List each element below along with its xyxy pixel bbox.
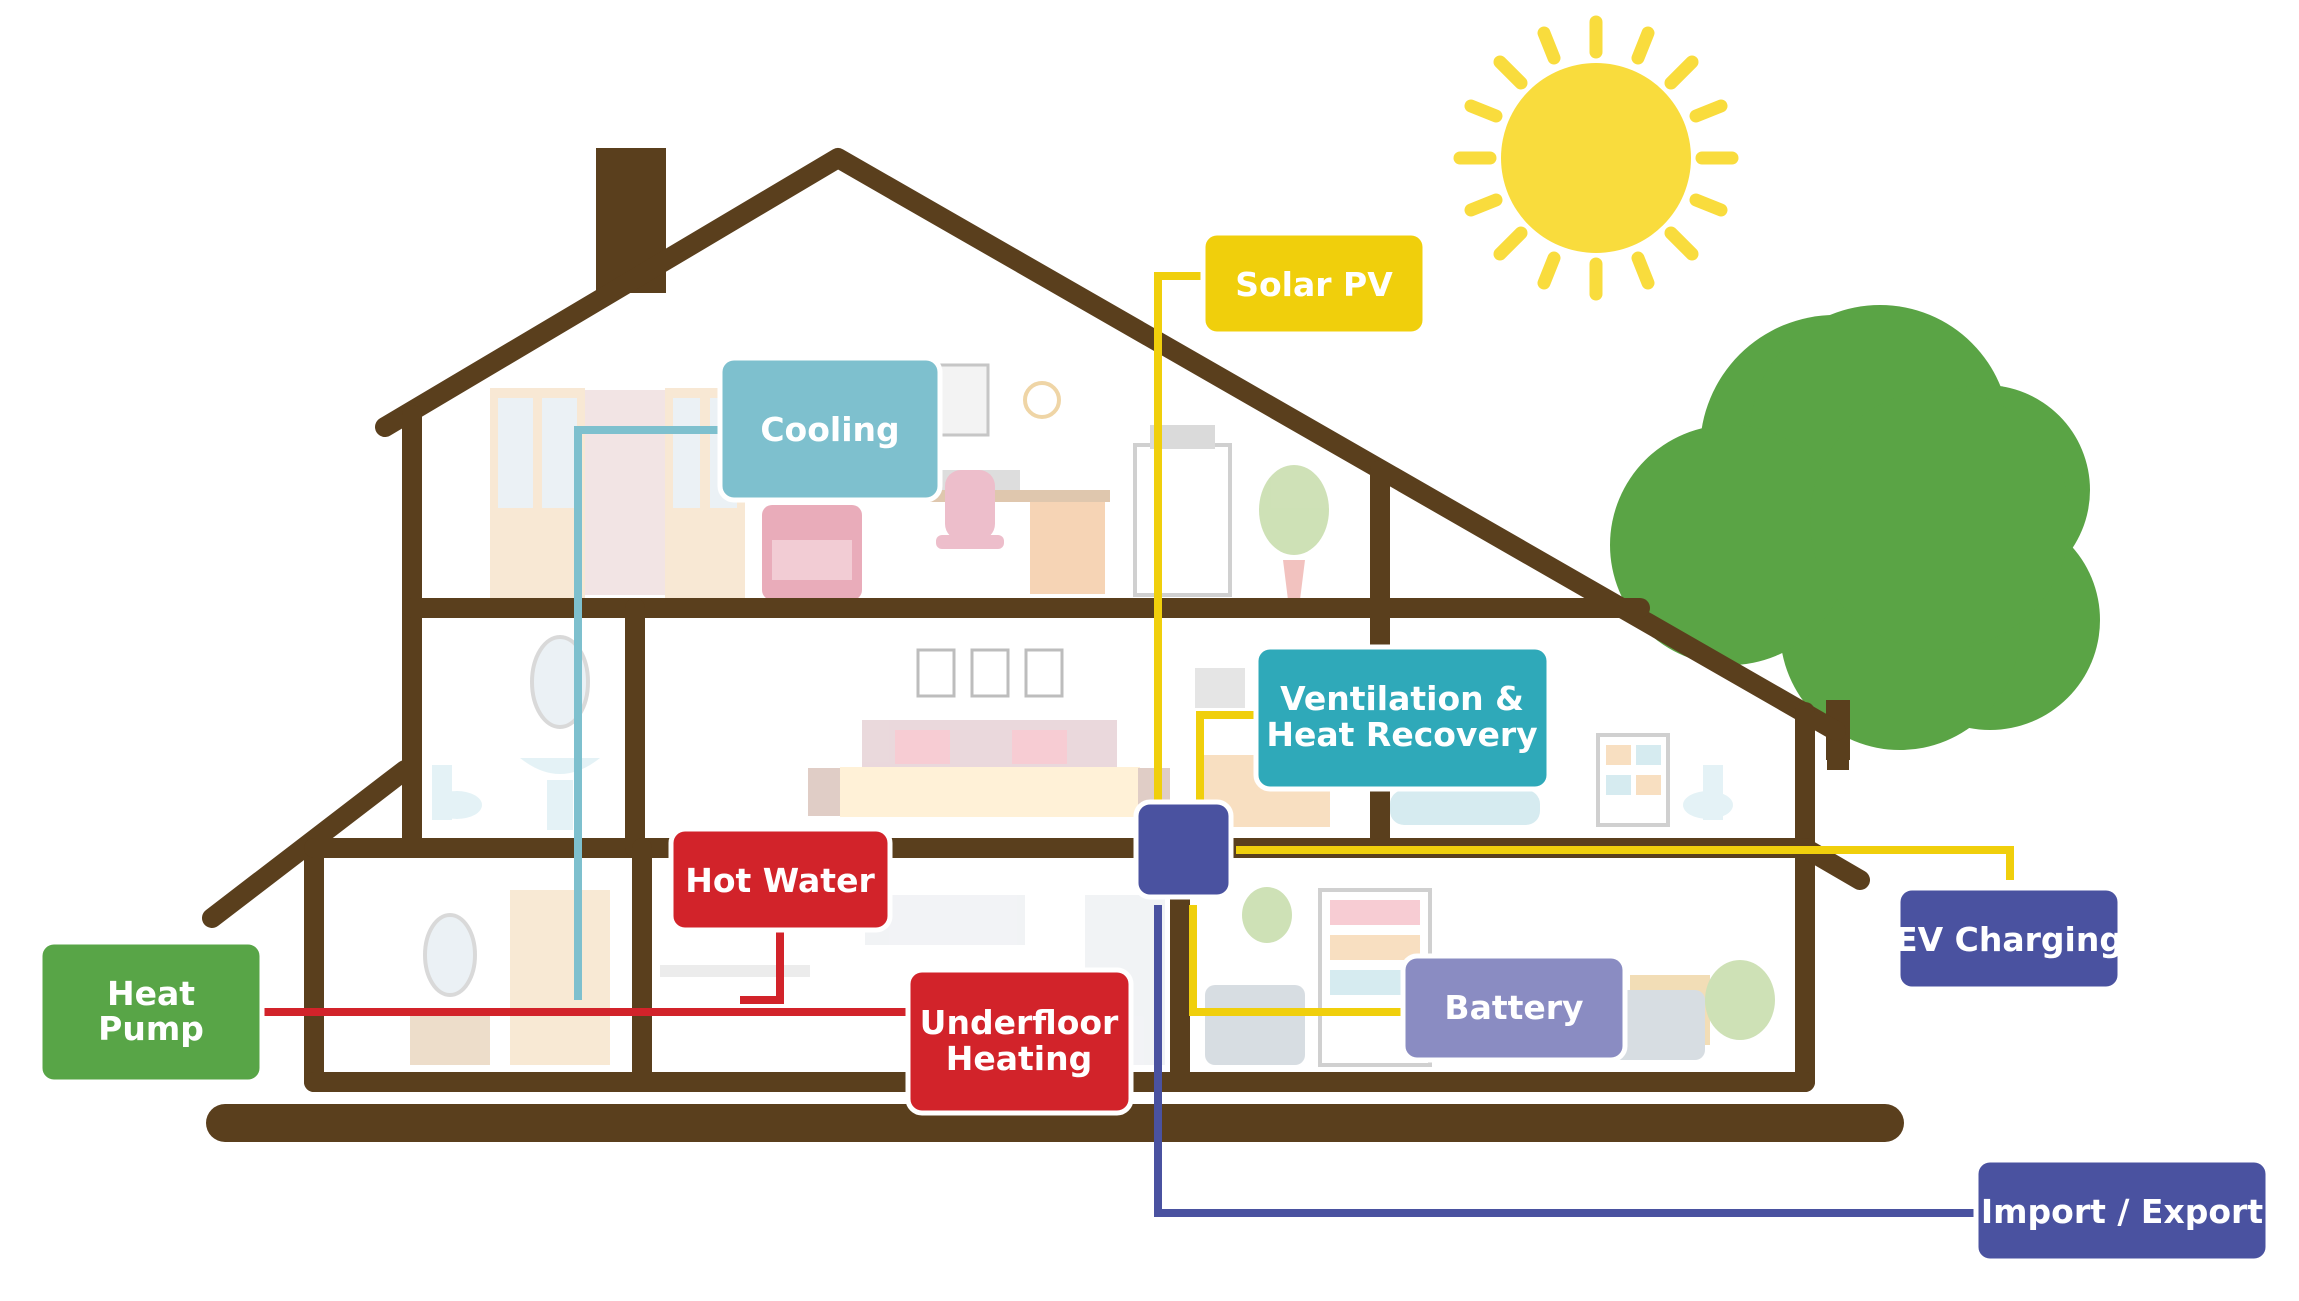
solar-pv-line	[1154, 272, 1203, 800]
hot-water-node[interactable]: Hot Water	[668, 826, 893, 933]
ev-charging-node[interactable]: EV Charging	[1895, 885, 2123, 992]
heat-pump-node[interactable]: Heat Pump	[37, 939, 265, 1085]
import-export-line	[1154, 905, 1977, 1217]
ev-charging-line	[1236, 846, 2014, 880]
ev-charging-label: EV Charging	[1895, 920, 2123, 959]
heat-pump-label-line2: Pump	[98, 1009, 204, 1048]
energy-hub[interactable]	[1133, 799, 1234, 900]
house-interior	[410, 363, 1775, 1067]
hot-water-line	[740, 925, 784, 1004]
import-export-node[interactable]: Import / Export	[1973, 1157, 2271, 1264]
ventilation-label-line1: Ventilation &	[1280, 679, 1524, 718]
cooling-label: Cooling	[760, 410, 899, 449]
sun-icon	[1453, 15, 1739, 301]
underfloor-label-line2: Heating	[946, 1039, 1092, 1078]
cooling-line	[574, 426, 724, 1000]
ventilation-line	[1196, 711, 1258, 800]
solar-pv-node[interactable]: Solar PV	[1200, 230, 1428, 337]
import-export-label: Import / Export	[1981, 1192, 2263, 1231]
tree-icon	[1610, 305, 2100, 770]
underfloor-label-line1: Underfloor	[920, 1003, 1119, 1042]
battery-node[interactable]: Battery	[1400, 953, 1628, 1063]
connection-lines	[264, 272, 2014, 1217]
battery-line	[1189, 905, 1406, 1016]
underfloor-heating-node[interactable]: Underfloor Heating	[905, 967, 1134, 1116]
ventilation-label-line2: Heat Recovery	[1266, 715, 1537, 754]
hot-water-label: Hot Water	[685, 861, 875, 900]
cooling-node[interactable]: Cooling	[717, 355, 943, 503]
solar-pv-label: Solar PV	[1235, 265, 1393, 304]
ventilation-heat-recovery-node[interactable]: Ventilation & Heat Recovery	[1253, 644, 1552, 792]
heat-pump-label-line1: Heat	[107, 974, 195, 1013]
battery-label: Battery	[1444, 988, 1583, 1027]
